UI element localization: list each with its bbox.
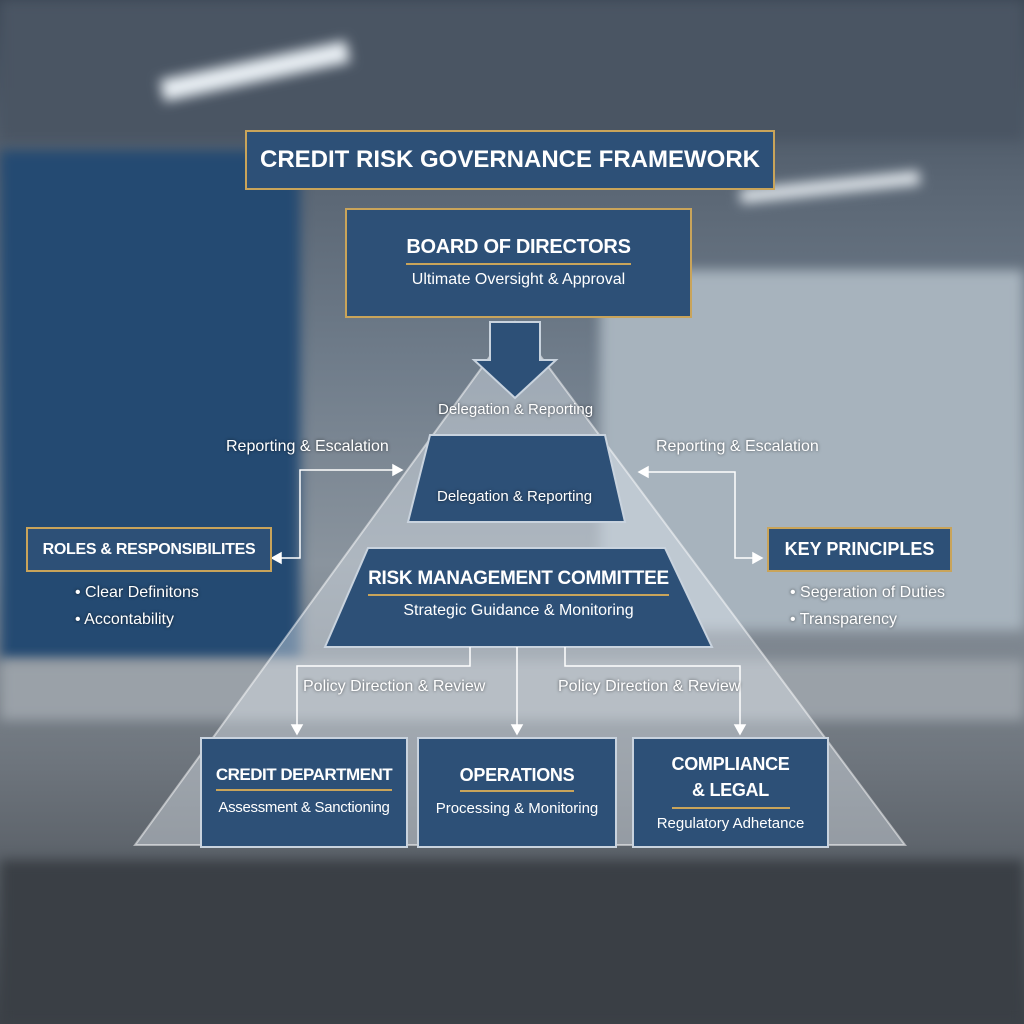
board-title: BOARD OF DIRECTORS <box>406 236 631 265</box>
delegation-label: Delegation & Reporting <box>438 401 594 418</box>
credit-department-box: CREDIT DEPARTMENT Assessment & Sanctioni… <box>200 737 408 848</box>
delegation-box-label: Delegation & Reporting <box>437 488 593 505</box>
roles-item: Clear Definitons <box>75 579 199 606</box>
compliance-title: COMPLIANCE & LEGAL <box>671 751 790 809</box>
arrow-head-icon <box>733 724 747 736</box>
arrow-head-icon <box>270 551 282 565</box>
credit-subtitle: Assessment & Sanctioning <box>218 799 390 816</box>
right-escalation-connector <box>645 471 756 559</box>
compliance-title-line1: COMPLIANCE <box>671 754 790 774</box>
policy-left-label: Policy Direction & Review <box>303 678 486 695</box>
background-screens <box>0 150 300 660</box>
compliance-legal-box: COMPLIANCE & LEGAL Regulatory Adhetance <box>632 737 829 848</box>
board-of-directors-box: BOARD OF DIRECTORS Ultimate Oversight & … <box>345 208 692 318</box>
key-principles-box: KEY PRINCIPLES <box>767 527 952 572</box>
background-table <box>0 660 1024 720</box>
arrow-head-icon <box>392 463 404 477</box>
operations-title: OPERATIONS <box>459 765 575 792</box>
roles-item: Accontability <box>75 606 199 633</box>
arrow-head-icon <box>510 724 524 736</box>
policy-right-label: Policy Direction & Review <box>558 678 741 695</box>
background-ceiling <box>0 0 1024 140</box>
policy-connector-left <box>296 647 471 728</box>
credit-title: CREDIT DEPARTMENT <box>215 765 393 791</box>
roles-list: Clear Definitons Accontability <box>75 579 199 633</box>
right-escalation-label: Reporting & Escalation <box>656 438 819 455</box>
principles-item: Segeration of Duties <box>790 579 945 606</box>
rmc-title: RISK MANAGEMENT COMMITTEE <box>368 568 669 596</box>
rmc-trapezoid <box>323 547 714 648</box>
rmc-subtitle: Strategic Guidance & Monitoring <box>403 602 634 619</box>
compliance-title-line2: & LEGAL <box>692 780 769 800</box>
principles-item: Transparency <box>790 606 945 633</box>
arrow-head-icon <box>290 724 304 736</box>
left-escalation-label: Reporting & Escalation <box>226 438 389 455</box>
background-floor <box>0 860 1024 1024</box>
operations-subtitle: Processing & Monitoring <box>435 800 599 817</box>
principles-list: Segeration of Duties Transparency <box>790 579 945 633</box>
operations-box: OPERATIONS Processing & Monitoring <box>417 737 617 848</box>
rmc-text: RISK MANAGEMENT COMMITTEE Strategic Guid… <box>325 568 712 620</box>
arrow-head-icon <box>637 465 649 479</box>
page-title: CREDIT RISK GOVERNANCE FRAMEWORK <box>245 130 775 190</box>
roles-responsibilities-box: ROLES & RESPONSIBILITES <box>26 527 272 572</box>
delegation-trapezoid <box>406 434 627 523</box>
arrow-head-icon <box>752 551 764 565</box>
compliance-subtitle: Regulatory Adhetance <box>656 815 805 832</box>
left-escalation-connector <box>278 469 396 559</box>
down-arrow-icon <box>471 321 559 400</box>
policy-connector-right <box>564 647 741 728</box>
board-subtitle: Ultimate Oversight & Approval <box>411 271 626 288</box>
